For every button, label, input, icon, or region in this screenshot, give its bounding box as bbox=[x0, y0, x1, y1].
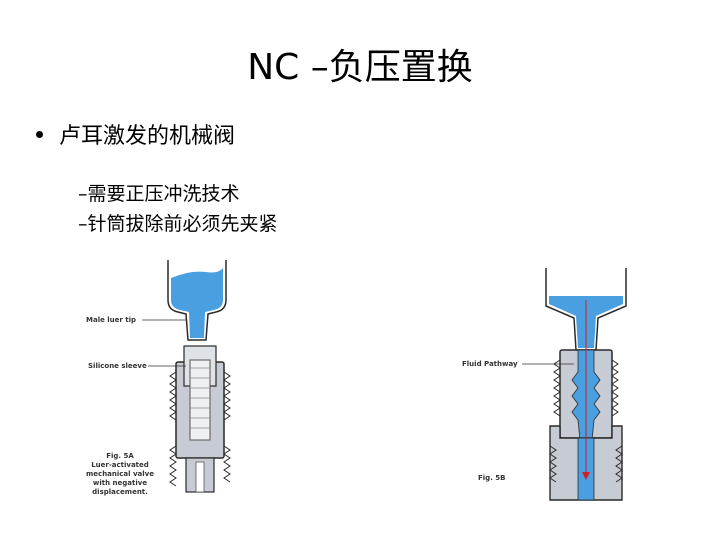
threads-left-a bbox=[169, 371, 177, 421]
caption-a-line-1: Fig. 5A bbox=[106, 452, 134, 460]
lower-threads-right-b bbox=[615, 445, 623, 483]
threads-left-b bbox=[553, 359, 561, 417]
flow-arrow-head bbox=[582, 472, 590, 480]
caption-a-line-4: with negative bbox=[93, 479, 147, 487]
sub-item-1: –需要正压冲洗技术 bbox=[78, 183, 240, 205]
lower-threads-right-a bbox=[223, 445, 231, 483]
caption-a-line-5: displacement. bbox=[92, 488, 148, 496]
lower-threads-left-b bbox=[549, 445, 557, 483]
caption-a-line-2: Luer-activated bbox=[91, 461, 149, 469]
lower-threads-left-a bbox=[169, 445, 177, 487]
label-fluid-pathway: Fluid Pathway bbox=[462, 360, 518, 368]
figure-5b: Fluid Pathway Fig. 5B bbox=[462, 268, 627, 501]
slide-title: NC –负压置换 bbox=[247, 47, 473, 88]
sub-item-2: –针筒拔除前必须先夹紧 bbox=[78, 213, 278, 235]
caption-a-line-3: mechanical valve bbox=[86, 470, 154, 478]
bullet-dot bbox=[36, 130, 43, 138]
fluid-fill-a bbox=[171, 268, 223, 338]
threads-right-a bbox=[223, 371, 231, 421]
label-male-luer-tip: Male luer tip bbox=[86, 316, 136, 324]
lumen-a bbox=[195, 461, 205, 493]
bullet-text: 卢耳激发的机械阀 bbox=[59, 124, 236, 149]
silicone-sleeve-a bbox=[189, 359, 211, 441]
threads-right-b bbox=[611, 359, 619, 417]
figure-5a: Male luer tip Silicone sleeve Fig. 5A Lu… bbox=[86, 260, 231, 496]
caption-b: Fig. 5B bbox=[478, 474, 506, 482]
luer-tip-outline bbox=[167, 260, 227, 341]
label-silicone-sleeve: Silicone sleeve bbox=[88, 362, 147, 370]
sleeve-ribs-a bbox=[190, 367, 210, 429]
bullet-item: 卢耳激发的机械阀 bbox=[36, 118, 235, 150]
